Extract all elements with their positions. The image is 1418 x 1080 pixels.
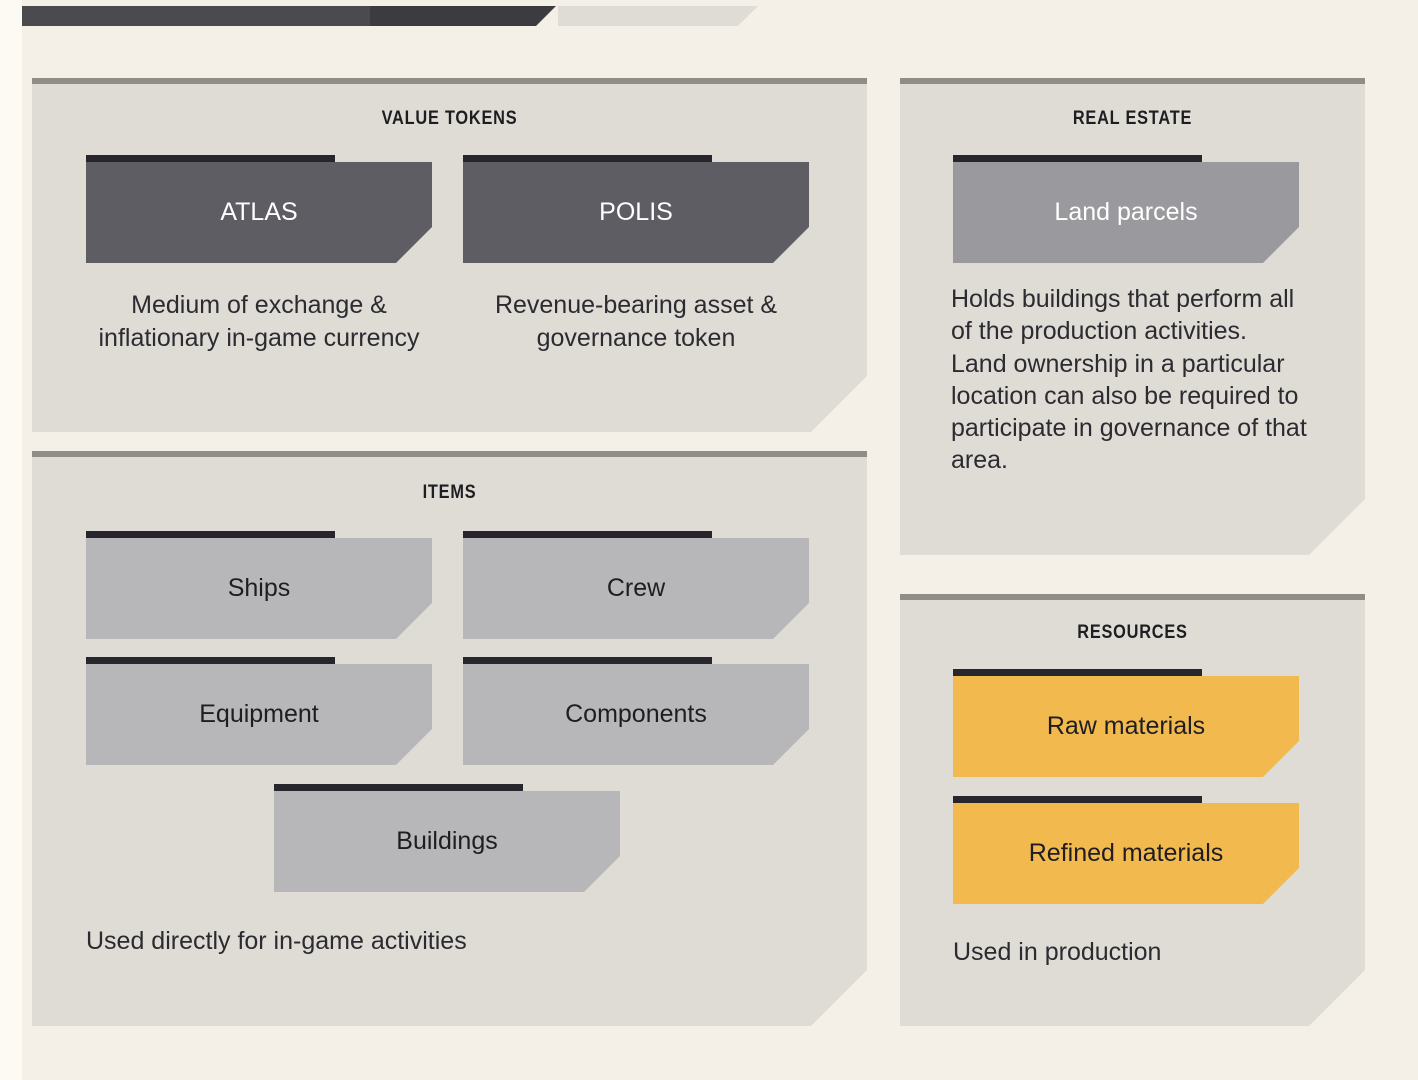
card-accent-bar: [86, 531, 336, 538]
card-label-land-parcels: Land parcels: [1054, 198, 1198, 226]
card-body: Crew: [463, 538, 809, 639]
description-real-estate: Holds buildings that perform all of the …: [951, 285, 1307, 475]
description-atlas: Medium of exchange & inflationary in-gam…: [98, 291, 420, 352]
panel-rule-value-tokens: [32, 78, 867, 85]
card-label-equipment: Equipment: [199, 700, 319, 728]
panel-rule-real-estate: [900, 78, 1365, 85]
card-accent-bar: [86, 155, 336, 162]
card-components[interactable]: Components: [463, 657, 809, 765]
card-label-buildings: Buildings: [396, 827, 498, 855]
decorative-top-bar: [22, 6, 734, 26]
panel-title-value-tokens: VALUE TOKENS: [381, 108, 518, 129]
card-refined-materials[interactable]: Refined materials: [953, 796, 1299, 904]
card-accent-bar: [953, 155, 1203, 162]
card-raw-materials[interactable]: Raw materials: [953, 669, 1299, 777]
panel-title-items: ITEMS: [422, 482, 477, 503]
description-polis: Revenue-bearing asset & governance token: [494, 291, 778, 352]
card-body: Refined materials: [953, 803, 1299, 904]
card-label-crew: Crew: [606, 574, 666, 602]
card-equipment[interactable]: Equipment: [86, 657, 432, 765]
decorative-bar-light-segment: [558, 6, 758, 26]
panel-title-resources: RESOURCES: [1077, 622, 1188, 643]
card-body: POLIS: [463, 162, 809, 263]
card-accent-bar: [274, 784, 524, 791]
card-body: Components: [463, 664, 809, 765]
card-polis[interactable]: POLIS: [463, 155, 809, 263]
card-land-parcels[interactable]: Land parcels: [953, 155, 1299, 263]
description-resources: Used in production: [953, 938, 1162, 966]
card-label-ships: Ships: [227, 574, 291, 602]
card-accent-bar: [953, 796, 1203, 803]
card-body: ATLAS: [86, 162, 432, 263]
card-accent-bar: [463, 155, 713, 162]
decorative-bar-darker-segment: [370, 6, 556, 26]
card-label-components: Components: [565, 700, 707, 728]
description-items: Used directly for in-game activities: [86, 927, 467, 955]
card-body: Ships: [86, 538, 432, 639]
card-ships[interactable]: Ships: [86, 531, 432, 639]
card-label-atlas: ATLAS: [220, 198, 298, 226]
decorative-bar-dark-segment: [22, 6, 370, 26]
card-body: Equipment: [86, 664, 432, 765]
card-label-refined-materials: Refined materials: [1028, 839, 1224, 867]
card-label-raw-materials: Raw materials: [1046, 712, 1206, 740]
card-crew[interactable]: Crew: [463, 531, 809, 639]
card-buildings[interactable]: Buildings: [274, 784, 620, 892]
card-body: Land parcels: [953, 162, 1299, 263]
card-accent-bar: [463, 657, 713, 664]
card-body: Raw materials: [953, 676, 1299, 777]
panel-rule-resources: [900, 594, 1365, 601]
card-accent-bar: [953, 669, 1203, 676]
card-body: Buildings: [274, 791, 620, 892]
card-accent-bar: [463, 531, 713, 538]
card-atlas[interactable]: ATLAS: [86, 155, 432, 263]
panel-title-real-estate: REAL ESTATE: [1072, 108, 1193, 129]
card-label-polis: POLIS: [599, 198, 673, 226]
card-accent-bar: [86, 657, 336, 664]
panel-rule-items: [32, 451, 867, 458]
